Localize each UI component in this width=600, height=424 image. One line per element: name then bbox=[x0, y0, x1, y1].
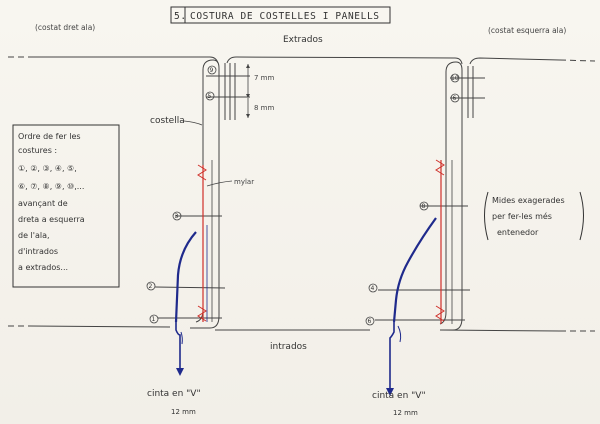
order-line-8: d'intrados bbox=[18, 247, 58, 256]
title-block: 5. COSTURA DE COSTELLES I PANELLS bbox=[170, 6, 391, 24]
tape-right-text: cinta en "V" bbox=[372, 391, 426, 401]
order-box: Ordre de fer les costures : ①, ②, ③, ④, … bbox=[12, 124, 120, 288]
seam-markers-left: 9 5 3 2 1 bbox=[146, 65, 217, 324]
mylar-label: mylar bbox=[234, 178, 254, 186]
marker-right-3-text: 8 bbox=[422, 203, 426, 210]
tape-right-width: 12 mm bbox=[393, 409, 418, 417]
marker-right-2-text: 6 bbox=[453, 95, 457, 102]
order-line-9: a extrados... bbox=[18, 263, 68, 272]
order-line-7: de l'ala, bbox=[18, 231, 50, 240]
marker-right-3 bbox=[419, 201, 429, 211]
marker-right-4-text: 4 bbox=[371, 285, 375, 292]
tape-label-right: cinta en "V" 12 mm bbox=[372, 391, 426, 417]
marker-left-4-text: 2 bbox=[149, 283, 153, 290]
tape-label-left: cinta en "V" 12 mm bbox=[147, 389, 201, 416]
marker-left-3-text: 3 bbox=[175, 213, 179, 220]
order-box-frame bbox=[12, 124, 120, 288]
marker-right-1 bbox=[450, 73, 460, 83]
marker-right-1-text: 10 bbox=[451, 75, 459, 82]
rib-right bbox=[375, 61, 485, 396]
tape-left-text: cinta en "V" bbox=[147, 389, 201, 399]
order-line-2: costures : bbox=[18, 146, 57, 155]
note-line-2: per fer-les més bbox=[492, 211, 552, 221]
note-line-1: Mides exagerades bbox=[492, 196, 565, 205]
marker-left-5 bbox=[149, 314, 159, 324]
marker-right-5-text: 6 bbox=[368, 318, 372, 325]
intrados-line bbox=[8, 325, 595, 332]
title-text: COSTURA DE COSTELLES I PANELLS bbox=[190, 11, 380, 22]
intrados-label: intrados bbox=[270, 342, 307, 352]
rib-arrow bbox=[183, 120, 203, 126]
marker-left-3 bbox=[172, 211, 182, 221]
marker-left-1-text: 9 bbox=[210, 67, 214, 74]
scale-note: Mides exagerades per fer-les més entened… bbox=[484, 191, 584, 241]
right-wing-label: (costat dret ala) bbox=[35, 23, 95, 32]
marker-left-4 bbox=[146, 281, 156, 291]
rib-left bbox=[154, 59, 250, 376]
mylar-arrow bbox=[206, 180, 233, 187]
order-line-4: ⑥, ⑦, ⑧, ⑨, ⑩,... bbox=[18, 182, 84, 191]
marker-left-1 bbox=[207, 65, 217, 75]
left-wing-label: (costat esquerra ala) bbox=[488, 26, 566, 35]
tape-left-width: 12 mm bbox=[171, 408, 196, 416]
dim-top-label: 7 mm bbox=[254, 74, 274, 82]
rib-label: costella bbox=[150, 116, 185, 126]
order-line-5: avançant de bbox=[18, 199, 68, 208]
marker-left-2 bbox=[205, 91, 215, 101]
dimension-marks: 7 mm 8 mm bbox=[246, 64, 274, 118]
order-line-3: ①, ②, ③, ④, ⑤, bbox=[18, 164, 77, 173]
note-line-3: entenedor bbox=[497, 228, 539, 237]
dim-bottom-label: 8 mm bbox=[254, 104, 274, 112]
marker-right-4 bbox=[368, 283, 378, 293]
marker-left-5-text: 1 bbox=[152, 316, 156, 323]
extrados-line bbox=[8, 56, 596, 65]
marker-right-2 bbox=[450, 93, 460, 103]
seam-markers-right: 10 6 8 4 6 bbox=[365, 73, 460, 326]
marker-left-2-text: 5 bbox=[208, 93, 212, 100]
order-line-1: Ordre de fer les bbox=[18, 132, 81, 141]
order-line-6: dreta a esquerra bbox=[18, 215, 85, 224]
title-frame bbox=[170, 6, 391, 24]
marker-right-5 bbox=[365, 316, 375, 326]
title-number: 5. bbox=[174, 11, 187, 22]
extrados-label: Extrados bbox=[283, 35, 323, 45]
